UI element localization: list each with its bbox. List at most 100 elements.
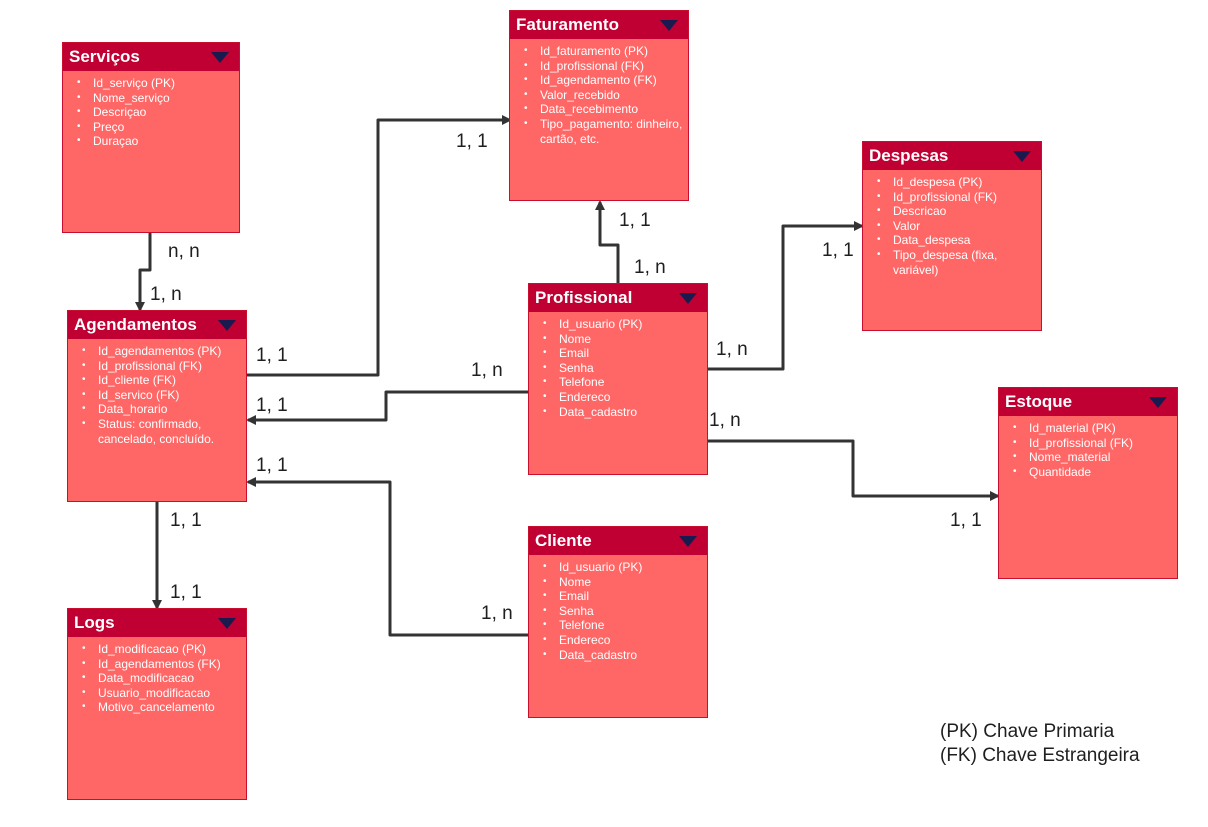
entity-title-despesas: Despesas [869, 146, 949, 165]
entity-despesas[interactable]: Despesas Id_despesa (PK) Id_profissional… [862, 141, 1042, 331]
entity-header-agendamentos[interactable]: Agendamentos [68, 311, 246, 339]
cardinality-label: 1, 1 [256, 395, 288, 416]
attribute-item: Telefone [539, 618, 703, 633]
dropdown-triangle-icon[interactable] [218, 320, 236, 331]
attribute-list: Id_despesa (PK) Id_profissional (FK) Des… [863, 170, 1041, 277]
attribute-list: Id_faturamento (PK) Id_profissional (FK)… [510, 39, 688, 146]
attribute-item: Id_usuario (PK) [539, 560, 703, 575]
entity-header-logs[interactable]: Logs [68, 609, 246, 637]
attribute-item: Id_agendamentos (FK) [78, 657, 242, 672]
entity-estoque[interactable]: Estoque Id_material (PK) Id_profissional… [998, 387, 1178, 579]
attribute-item: Id_agendamento (FK) [520, 73, 684, 88]
attribute-item: Id_serviço (PK) [73, 76, 235, 91]
attribute-item: Nome_serviço [73, 91, 235, 106]
cardinality-label: 1, n [709, 410, 741, 431]
attribute-item: Data_horario [78, 402, 242, 417]
attribute-list: Id_modificacao (PK) Id_agendamentos (FK)… [68, 637, 246, 715]
entity-title-estoque: Estoque [1005, 392, 1073, 411]
attribute-item: Data_recebimento [520, 102, 684, 117]
attribute-item: Email [539, 589, 703, 604]
attribute-item: Id_profissional (FK) [873, 190, 1037, 205]
attribute-item: Preço [73, 120, 235, 135]
entity-profissional[interactable]: Profissional Id_usuario (PK) Nome Email … [528, 283, 708, 475]
connector-agendamentos-faturamento [246, 115, 512, 377]
attribute-list: Id_serviço (PK) Nome_serviço Descriçao P… [63, 71, 239, 149]
attribute-item: Endereco [539, 390, 703, 405]
connector-profissional-agendamentos [246, 390, 528, 425]
entity-header-cliente[interactable]: Cliente [529, 527, 707, 555]
dropdown-triangle-icon[interactable] [660, 20, 678, 31]
attribute-item: Id_despesa (PK) [873, 175, 1037, 190]
cardinality-label: 1, n [150, 284, 182, 305]
attribute-list: Id_usuario (PK) Nome Email Senha Telefon… [529, 555, 707, 662]
entity-header-estoque[interactable]: Estoque [999, 388, 1177, 416]
attribute-item: Quantidade [1009, 465, 1173, 480]
cardinality-label: 1, n [634, 257, 666, 278]
attribute-item: Id_modificacao (PK) [78, 642, 242, 657]
entity-cliente[interactable]: Cliente Id_usuario (PK) Nome Email Senha… [528, 526, 708, 718]
attribute-item: Status: confirmado, cancelado, concluído… [78, 417, 242, 446]
legend-fk: (FK) Chave Estrangeira [940, 745, 1140, 766]
entity-agendamentos[interactable]: Agendamentos Id_agendamentos (PK) Id_pro… [67, 310, 247, 502]
entity-faturamento[interactable]: Faturamento Id_faturamento (PK) Id_profi… [509, 10, 689, 201]
attribute-list: Id_usuario (PK) Nome Email Senha Telefon… [529, 312, 707, 419]
attribute-item: Id_profissional (FK) [78, 359, 242, 374]
entity-title-logs: Logs [74, 613, 115, 632]
legend: (PK) Chave Primaria (FK) Chave Estrangei… [940, 720, 1140, 768]
entity-header-profissional[interactable]: Profissional [529, 284, 707, 312]
attribute-item: Data_despesa [873, 233, 1037, 248]
attribute-item: Senha [539, 604, 703, 619]
legend-pk: (PK) Chave Primaria [940, 721, 1115, 742]
connector-profissional-estoque [708, 439, 1000, 501]
attribute-item: Id_cliente (FK) [78, 373, 242, 388]
attribute-item: Data_modificacao [78, 671, 242, 686]
attribute-item: Tipo_despesa (fixa, variável) [873, 248, 1037, 277]
dropdown-triangle-icon[interactable] [1149, 397, 1167, 408]
entity-title-faturamento: Faturamento [516, 15, 619, 34]
attribute-item: Senha [539, 361, 703, 376]
cardinality-label: 1, 1 [822, 240, 854, 261]
attribute-item: Descriçao [73, 105, 235, 120]
cardinality-label: 1, 1 [256, 455, 288, 476]
cardinality-label: 1, 1 [950, 510, 982, 531]
entity-header-faturamento[interactable]: Faturamento [510, 11, 688, 39]
cardinality-label: 1, n [471, 360, 503, 381]
attribute-item: Id_servico (FK) [78, 388, 242, 403]
attribute-item: Id_usuario (PK) [539, 317, 703, 332]
dropdown-triangle-icon[interactable] [211, 52, 229, 63]
entity-header-despesas[interactable]: Despesas [863, 142, 1041, 170]
entity-servicos[interactable]: Serviços Id_serviço (PK) Nome_serviço De… [62, 42, 240, 233]
cardinality-label: 1, 1 [456, 131, 488, 152]
dropdown-triangle-icon[interactable] [1013, 151, 1031, 162]
connector-servicos-agendamentos [135, 233, 152, 312]
attribute-item: Id_faturamento (PK) [520, 44, 684, 59]
attribute-item: Nome_material [1009, 450, 1173, 465]
connector-profissional-faturamento [595, 200, 620, 283]
entity-logs[interactable]: Logs Id_modificacao (PK) Id_agendamentos… [67, 608, 247, 800]
entity-title-profissional: Profissional [535, 288, 633, 307]
entity-title-cliente: Cliente [535, 531, 592, 550]
entity-header-servicos[interactable]: Serviços [63, 43, 239, 71]
cardinality-label: 1, 1 [256, 345, 288, 366]
cardinality-label: 1, n [716, 339, 748, 360]
dropdown-triangle-icon[interactable] [679, 536, 697, 547]
dropdown-triangle-icon[interactable] [679, 293, 697, 304]
attribute-list: Id_material (PK) Id_profissional (FK) No… [999, 416, 1177, 479]
attribute-item: Descricao [873, 204, 1037, 219]
attribute-item: Endereco [539, 633, 703, 648]
attribute-item: Nome [539, 575, 703, 590]
attribute-item: Data_cadastro [539, 405, 703, 420]
attribute-item: Nome [539, 332, 703, 347]
attribute-item: Duraçao [73, 134, 235, 149]
attribute-item: Id_material (PK) [1009, 421, 1173, 436]
cardinality-label: 1, 1 [170, 510, 202, 531]
entity-title-servicos: Serviços [69, 47, 140, 66]
cardinality-label: n, n [168, 241, 200, 262]
dropdown-triangle-icon[interactable] [218, 618, 236, 629]
cardinality-label: 1, 1 [619, 210, 651, 231]
cardinality-label: 1, n [481, 603, 513, 624]
attribute-item: Valor [873, 219, 1037, 234]
cardinality-label: 1, 1 [170, 582, 202, 603]
attribute-item: Valor_recebido [520, 88, 684, 103]
